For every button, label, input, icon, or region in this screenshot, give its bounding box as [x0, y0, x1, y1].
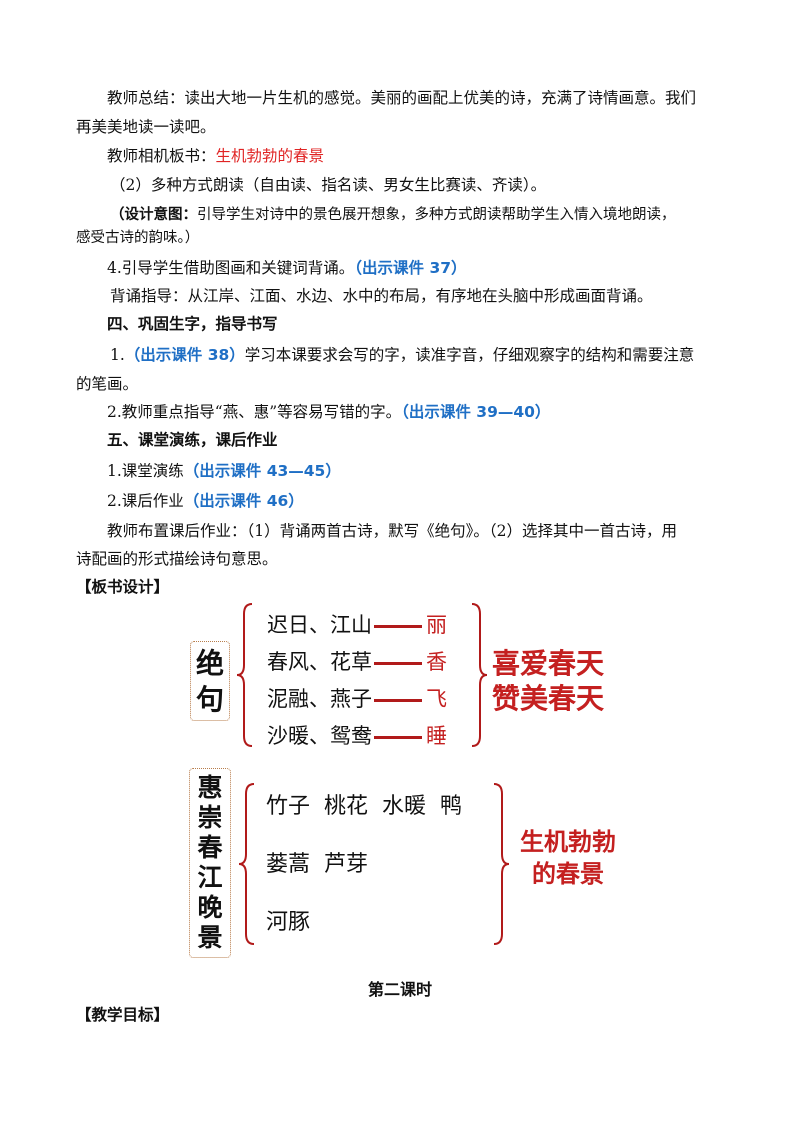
dash-line: [374, 736, 422, 739]
board1-line-right: 飞: [426, 687, 447, 711]
objectives-heading: 【教学目标】: [76, 1006, 170, 1024]
board1-summary-1: 喜爱春天: [492, 647, 605, 680]
board2-title-char: 崇: [197, 803, 223, 832]
section-4-item-1-num: 1.: [110, 346, 125, 364]
section-4-item-1-text: 学习本课要求会写的字，读准字音，仔细观察字的结构和需要注意: [244, 346, 695, 364]
board1-line-3: 泥融、燕子 飞: [267, 683, 447, 713]
board-note-red: 生机勃勃的春景: [215, 147, 325, 165]
dash-line: [374, 699, 422, 702]
board2-line-1: 竹子 桃花 水暖 鸭: [266, 794, 462, 819]
design-intent-colon: ：: [182, 207, 198, 223]
board2-title-char: 江: [197, 863, 223, 892]
dash-line: [374, 625, 422, 628]
section-4-heading: 四、巩固生字，指导书写: [107, 315, 278, 333]
board-note-prefix: 教师相机板书：: [107, 147, 216, 165]
recite-guide-line: 背诵指导：从江岸、江面、水边、水中的布局，有序地在头脑中形成画面背诵。: [110, 287, 653, 305]
dash-line: [374, 662, 422, 665]
board2-summary-1: 生机勃勃: [520, 827, 616, 856]
board-note-line: 教师相机板书：生机勃勃的春景: [107, 145, 324, 167]
board1-line-1: 迟日、江山 丽: [267, 609, 447, 639]
homework-line-2: 诗配画的形式描绘诗句意思。: [76, 550, 278, 568]
homework-line-1: 教师布置课后作业：（1）背诵两首古诗，默写《绝句》。（2）选择其中一首古诗，用: [107, 522, 677, 540]
board1-title-box: 绝 句: [190, 641, 230, 721]
courseware-link-46[interactable]: （出示课件 46）: [183, 492, 304, 510]
board2-summary-2: 的春景: [532, 859, 604, 888]
board1-summary-2: 赞美春天: [492, 682, 605, 715]
design-intent-line-2: 感受古诗的韵味。）: [76, 230, 200, 246]
board2-line-2: 蒌蒿 芦芽: [266, 852, 368, 877]
section-4-item-2: 2.教师重点指导“燕、惠”等容易写错的字。（出示课件 39—40）: [107, 401, 550, 423]
board2-title-char: 晚: [197, 893, 223, 922]
board1-title-char: 句: [195, 683, 224, 716]
board1-line-left: 迟日、江山: [267, 613, 372, 637]
board2-title-char: 惠: [197, 773, 223, 802]
board1-title-char: 绝: [195, 647, 224, 680]
board1-line-right: 睡: [426, 724, 447, 748]
section-4-item-1: 1.（出示课件 38）学习本课要求会写的字，读准字音，仔细观察字的结构和需要注意: [110, 344, 694, 366]
board1-line-left: 泥融、燕子: [267, 687, 372, 711]
design-intent-text: 引导学生对诗中的景色展开想象，多种方式朗读帮助学生入情入境地朗读，: [197, 207, 676, 223]
board1-line-4: 沙暖、鸳鸯 睡: [267, 720, 447, 750]
second-lesson-heading: 第二课时: [367, 980, 432, 999]
summary-line-2: 再美美地读一读吧。: [76, 118, 216, 136]
section-5-item-2: 2.课后作业（出示课件 46）: [107, 490, 304, 512]
board1-line-left: 春风、花草: [267, 650, 372, 674]
board2-right-brace: [493, 783, 510, 945]
board-design-heading: 【板书设计】: [76, 578, 170, 596]
design-intent-line-1: （设计意图：引导学生对诗中的景色展开想象，多种方式朗读帮助学生入情入境地朗读，: [110, 204, 676, 226]
board2-line-3: 河豚: [266, 910, 311, 935]
board1-line-right: 丽: [426, 613, 447, 637]
board2-left-brace: [238, 783, 255, 945]
section-5-heading: 五、课堂演练，课后作业: [107, 431, 278, 449]
board1-line-left: 沙暖、鸳鸯: [267, 724, 372, 748]
board1-line-right: 香: [426, 650, 447, 674]
courseware-link-39-40[interactable]: （出示课件 39—40）: [401, 403, 551, 421]
design-intent-label: （设计意图: [110, 207, 183, 223]
section-5-item-1: 1.课堂演练（出示课件 43—45）: [107, 460, 341, 482]
board1-left-brace: [236, 603, 253, 747]
board2-title-char: 春: [197, 833, 223, 862]
courseware-link-43-45[interactable]: （出示课件 43—45）: [183, 462, 341, 480]
board2-title-box: 惠 崇 春 江 晚 景: [189, 768, 231, 958]
courseware-link-38[interactable]: （出示课件 38）: [124, 346, 245, 364]
summary-line-1: 教师总结：读出大地一片生机的感觉。美丽的画配上优美的诗，充满了诗情画意。我们: [107, 89, 697, 107]
recite-instruction-line: 4.引导学生借助图画和关键词背诵。（出示课件 37）: [107, 257, 467, 279]
section-4-item-1-line-2: 的笔画。: [76, 375, 139, 393]
board1-line-2: 春风、花草 香: [267, 646, 447, 676]
reading-method-line: （2）多种方式朗读（自由读、指名读、男女生比赛读、齐读）。: [110, 176, 547, 194]
recite-instruction-text: 4.引导学生借助图画和关键词背诵。: [107, 259, 355, 277]
board1-right-brace: [471, 603, 488, 747]
board2-title-char: 景: [197, 923, 223, 952]
section-5-item-1-text: 1.课堂演练: [107, 462, 184, 480]
courseware-link-37[interactable]: （出示课件 37）: [354, 259, 467, 277]
section-5-item-2-text: 2.课后作业: [107, 492, 184, 510]
section-4-item-2-text: 2.教师重点指导“燕、惠”等容易写错的字。: [107, 403, 402, 421]
